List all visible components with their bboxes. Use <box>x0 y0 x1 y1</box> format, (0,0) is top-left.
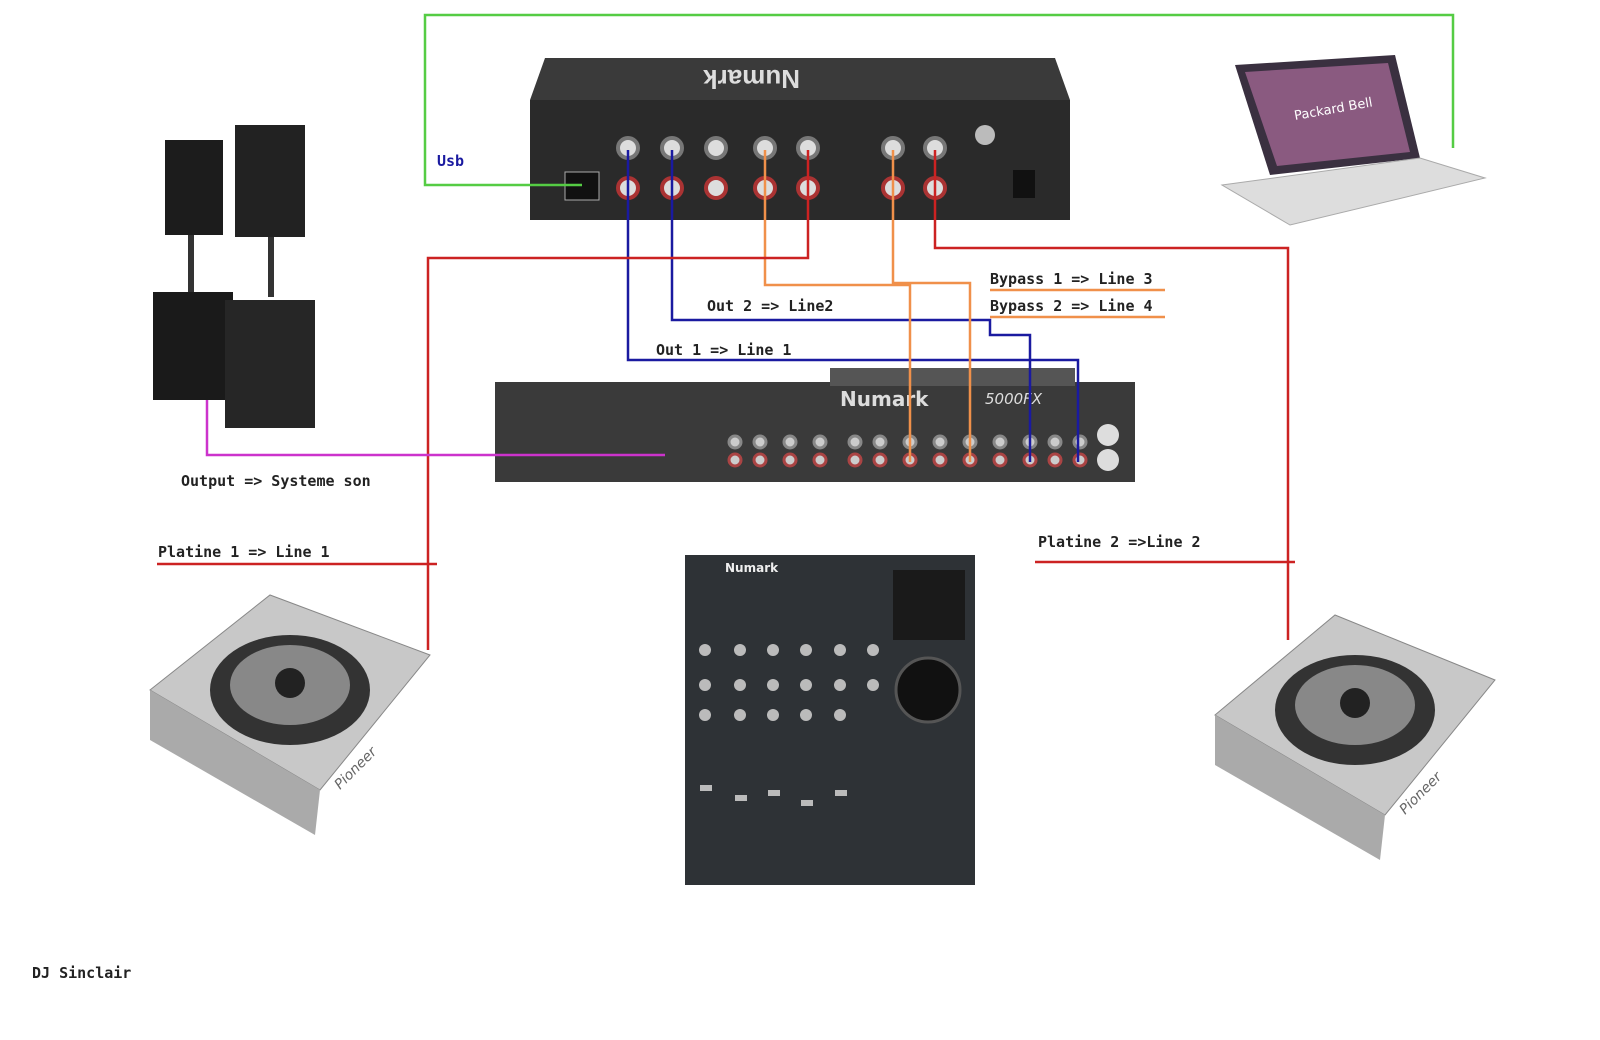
speaker-system <box>153 125 315 428</box>
controller-logo: Numark <box>725 561 779 575</box>
cdj-left: Pioneer <box>149 594 431 835</box>
platine2-cable <box>933 150 1290 640</box>
usb-cable <box>423 13 1455 187</box>
out1-label: Out 1 => Line 1 <box>656 341 792 359</box>
mixer-logo: Numark <box>840 387 929 411</box>
platine2-label: Platine 2 =>Line 2 <box>1038 533 1201 551</box>
out2-label: Out 2 => Line2 <box>707 297 834 315</box>
bypass2-label: Bypass 2 => Line 4 <box>990 297 1153 315</box>
bypass1-cable <box>763 150 912 462</box>
mixer-model: 5000FX <box>985 390 1043 408</box>
dj-controller: Numark <box>685 555 975 885</box>
mixer-rear: Numark 5000FX <box>495 368 1135 482</box>
output-cable <box>205 400 665 457</box>
out2-cable <box>670 150 1032 462</box>
bypass2-cable <box>891 150 972 462</box>
platine1-label: Platine 1 => Line 1 <box>158 543 330 561</box>
audio-interface: Numark <box>530 58 1070 220</box>
out1-cable <box>626 150 1080 462</box>
author-label: DJ Sinclair <box>32 964 132 982</box>
cables <box>157 13 1455 650</box>
cdj-right: Pioneer <box>1214 614 1496 860</box>
interface-logo: Numark <box>703 64 800 94</box>
bypass1-label: Bypass 1 => Line 3 <box>990 270 1153 288</box>
laptop: Packard Bell <box>1220 55 1487 226</box>
usb-label: Usb <box>437 152 465 170</box>
output-label: Output => Systeme son <box>181 472 371 490</box>
